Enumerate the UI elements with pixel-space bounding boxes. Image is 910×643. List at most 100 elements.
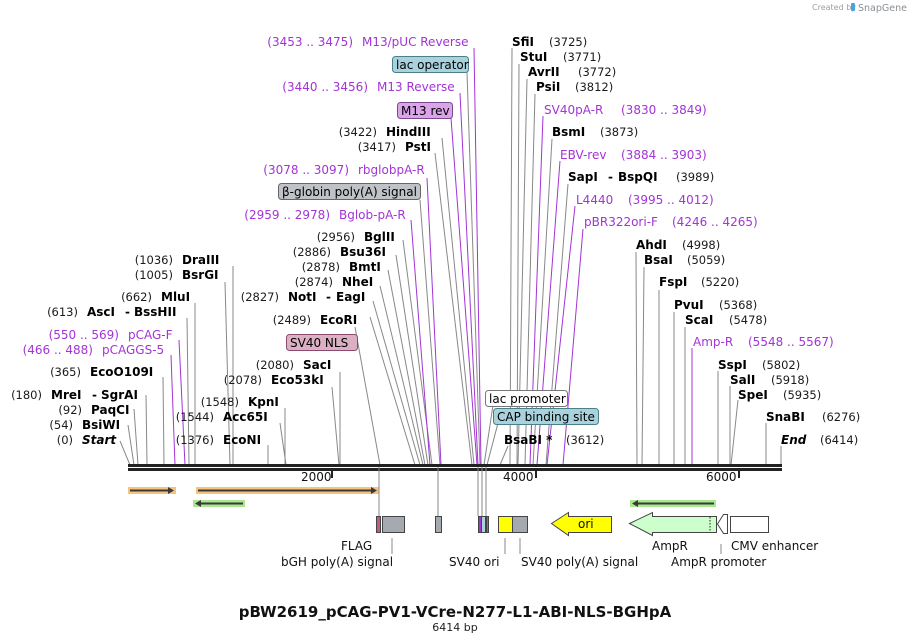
beta-globin-polya-tag[interactable]: β-globin poly(A) signal [278,183,421,200]
site-bsmi[interactable]: BsmI(3873) [552,125,638,139]
site-psti[interactable]: (3417)PstI [358,140,431,154]
tick-mark-6000 [738,470,740,478]
site-nhei[interactable]: (2874)NheI [295,275,373,289]
site-sapi-bspqi[interactable]: SapI-BspQI(3989) [568,170,714,184]
site-snabi[interactable]: SnaBI(6276) [766,410,860,424]
cap-site-feature[interactable] [486,516,489,533]
lac-promoter-tag[interactable]: lac promoter [485,390,568,407]
svg-text:AscI: AscI [87,305,115,319]
svg-text:NotI: NotI [288,290,317,304]
site-paqci[interactable]: (92)PaqCI [58,403,129,417]
site-fspi[interactable]: FspI(5220) [659,275,739,289]
primer-sv40pa-r[interactable]: SV40pA-R(3830 .. 3849) [544,103,707,117]
site-srei-sgrai[interactable]: (180)MreI-SgrAI [11,388,138,402]
svg-text:BsmI: BsmI [552,125,585,139]
primer-ebv-rev[interactable]: EBV-rev(3884 .. 3903) [560,148,707,162]
sv40-ori-feature[interactable] [498,516,513,533]
sv40-ori-label: SV40 ori [449,555,500,569]
site-asci-bsshii[interactable]: (613)AscI-BssHII [47,305,176,319]
cap-binding-site-tag[interactable]: CAP binding site [493,408,599,425]
site-kpni[interactable]: (1548)KpnI [201,395,279,409]
svg-text:BsrGI: BsrGI [182,268,219,282]
svg-text:(3989): (3989) [676,170,714,184]
svg-text:(5548 .. 5567): (5548 .. 5567) [748,335,834,349]
svg-text:M13 Reverse: M13 Reverse [377,80,455,94]
svg-text:(3830 .. 3849): (3830 .. 3849) [621,103,707,117]
sequence-backbone: 2000 4000 6000 [128,464,782,484]
svg-text:KpnI: KpnI [248,395,279,409]
lac-operator-feature[interactable] [481,516,486,533]
site-sali[interactable]: SalI(5918) [730,373,809,387]
site-ecoo109i[interactable]: (365)EcoO109I [50,365,153,379]
site-avrii[interactable]: AvrII(3772) [528,65,616,79]
svg-text:(5918): (5918) [771,373,809,387]
site-bsrgi[interactable]: (1005)BsrGI [135,268,219,282]
site-sspi[interactable]: SspI(5802) [718,358,800,372]
sv40-polya-feature[interactable] [512,516,528,533]
primer-rbglobpa-r[interactable]: (3078 .. 3097)rbglobpA-R [263,163,424,177]
sv40-nls-tag[interactable]: SV40 NLS [286,334,358,351]
primer-m13-puc-reverse[interactable]: (3453 .. 3475)M13/pUC Reverse [267,35,468,49]
site-psii[interactable]: PsiI(3812) [536,80,613,94]
site-saci[interactable]: (2080)SacI [256,358,332,372]
site-bsai[interactable]: BsaI(5059) [644,253,725,267]
svg-text:M13 rev: M13 rev [401,104,450,118]
svg-text:(3612): (3612) [566,433,604,447]
svg-text:CAP binding site: CAP binding site [497,410,595,424]
primer-pcaggs-5[interactable]: (466 .. 488)pCAGGS-5 [23,343,165,357]
svg-text:BssHII: BssHII [134,305,176,319]
site-bsu36i[interactable]: (2886)Bsu36I [293,245,386,259]
svg-text:Acc65I: Acc65I [223,410,268,424]
svg-text:(5220): (5220) [701,275,739,289]
lac-operator-tag[interactable]: lac operator [392,56,469,73]
m13-rev-tag[interactable]: M13 rev [397,102,453,119]
svg-text:SnapGene: SnapGene [858,3,907,14]
site-eco53ki[interactable]: (2078)Eco53kI [224,373,324,387]
svg-text:(3812): (3812) [575,80,613,94]
site-acc65i[interactable]: (1544)Acc65I [176,410,268,424]
site-sfii[interactable]: SfiI(3725) [512,35,587,49]
primer-amp-r[interactable]: Amp-R(5548 .. 5567) [693,335,834,349]
svg-text:(92): (92) [58,403,82,417]
site-scai[interactable]: ScaI(5478) [685,313,767,327]
site-bsiwi[interactable]: (54)BsiWI [49,418,120,432]
primer-bglob-pa-r[interactable]: (2959 .. 2978)Bglob-pA-R [244,208,405,222]
feature-track [376,467,769,554]
primer-m13-reverse[interactable]: (3440 .. 3456)M13 Reverse [282,80,454,94]
svg-text:(3422): (3422) [339,125,377,139]
svg-text:Eco53kI: Eco53kI [271,373,324,387]
site-bmti[interactable]: (2878)BmtI [302,260,381,274]
primer-pbr322ori-f[interactable]: pBR322ori-F(4246 .. 4265) [584,215,758,229]
primer-l4440[interactable]: L4440(3995 .. 4012) [576,193,714,207]
site-end[interactable]: End(6414) [781,433,858,447]
svg-text:EBV-rev: EBV-rev [560,148,606,162]
ampr-feature[interactable] [628,511,717,537]
svg-text:BglII: BglII [364,230,395,244]
site-spei[interactable]: SpeI(5935) [738,388,821,402]
site-ecori[interactable]: (2489)EcoRI [273,313,358,327]
svg-text:-: - [608,170,613,184]
site-start[interactable]: (0)Start [57,433,118,447]
flag-label: FLAG [341,539,372,553]
site-hindiii[interactable]: (3422)HindIII [339,125,431,139]
ampr-promoter-feature[interactable] [716,514,728,534]
site-bglii[interactable]: (2956) BglII [317,230,395,244]
svg-text:(1376): (1376) [176,433,214,447]
site-draiii[interactable]: (1036)DraIII [135,253,220,267]
site-econi[interactable]: (1376)EcoNI [176,433,261,447]
flag-feature[interactable] [376,516,381,533]
primer-pcag-f[interactable]: (550 .. 569)pCAG-F [49,328,173,342]
site-stui[interactable]: StuI(3771) [520,50,601,64]
svg-text:(2959 .. 2978): (2959 .. 2978) [244,208,330,222]
site-noti-eagi[interactable]: (2827)NotI-EagI [241,290,366,304]
site-ahdi[interactable]: AhdI(4998) [636,238,720,252]
site-pvui[interactable]: PvuI(5368) [674,298,757,312]
site-mlui[interactable]: (662)MluI [121,290,190,304]
ori-feature[interactable] [550,511,612,537]
bgh-polya-feature[interactable] [382,516,405,533]
site-bsabi[interactable]: BsaBI *(3612) [504,433,604,447]
cmv-enhancer-feature[interactable] [730,516,769,533]
svg-text:L4440: L4440 [576,193,613,207]
svg-text:(2956): (2956) [317,230,355,244]
beta-globin-feature[interactable] [435,516,442,533]
